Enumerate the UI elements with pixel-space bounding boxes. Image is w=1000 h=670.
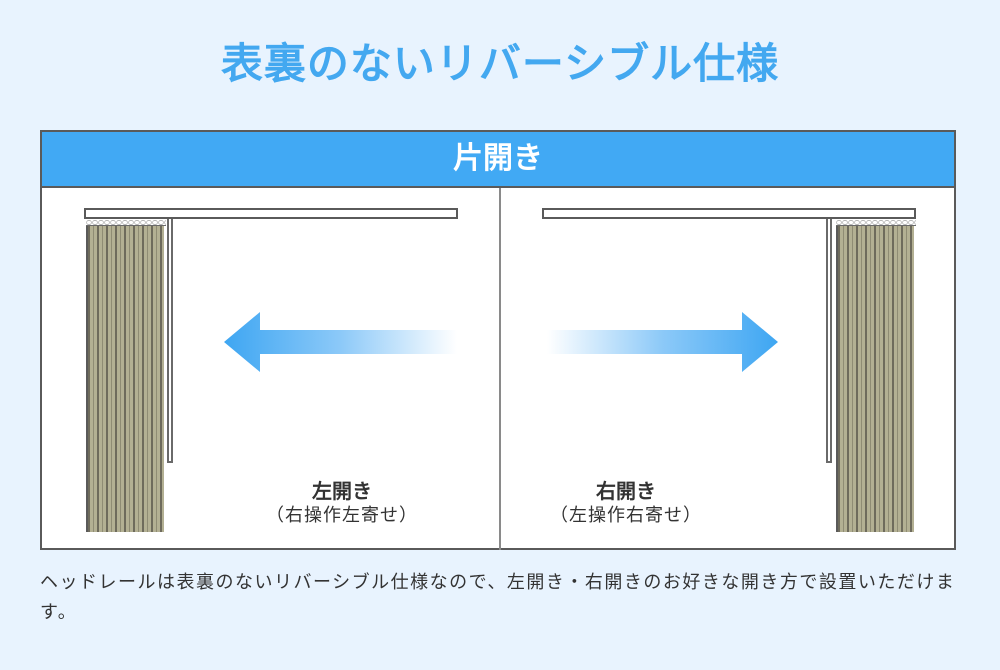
control-wand [167,219,173,463]
right-opening-subtitle: （左操作右寄せ） [550,505,702,526]
panel-divider [499,188,501,550]
left-opening-subtitle: （右操作左寄せ） [266,505,418,526]
left-opening-title: 左開き [312,479,372,503]
panel-header: 片開き [42,132,954,188]
curtain-hooks [836,219,916,226]
curtain-stack [86,226,164,532]
right-opening-title: 右開き [596,479,656,503]
opening-diagram-panel: 片開き 左開き （右操作左寄せ） [40,130,956,550]
control-wand [826,219,832,463]
arrow-left-icon [224,312,457,372]
head-rail [84,208,458,219]
right-opening-label: 右開き （左操作右寄せ） [526,478,726,528]
description-text: ヘッドレールは表裏のないリバーシブル仕様なので、左開き・右開きのお好きな開き方で… [40,572,956,623]
curtain-hooks [86,219,166,226]
page-title: 表裏のないリバーシブル仕様 [220,39,780,88]
curtain-stack [836,226,914,532]
arrow-right-icon [547,312,778,372]
left-opening-label: 左開き （右操作左寄せ） [242,478,442,528]
head-rail [542,208,916,219]
